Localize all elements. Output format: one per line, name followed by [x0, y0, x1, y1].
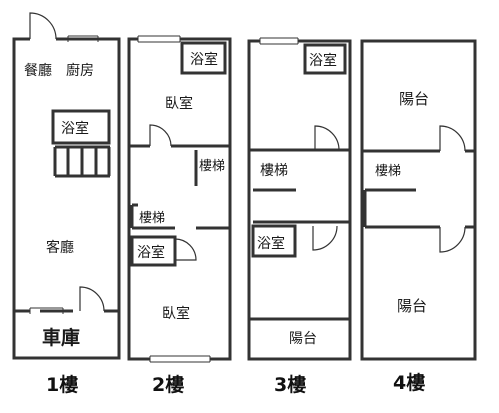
- floor1-bathroom-label: 浴室: [61, 120, 89, 137]
- floor-1-plan: [12, 12, 121, 360]
- floor1-living-label: 客廳: [46, 239, 74, 256]
- floor4-title: 4樓: [393, 371, 425, 394]
- floor2-title: 2樓: [152, 373, 184, 396]
- floor3-bathroom-top-label: 浴室: [309, 52, 337, 69]
- floor-4-plan: [360, 39, 477, 361]
- floor3-stairs-label: 樓梯: [260, 163, 288, 179]
- floor2-stairs-right-label: 樓梯: [199, 159, 225, 174]
- floor3-balcony-label: 陽台: [289, 331, 317, 347]
- floor2-bathroom-mid-label: 浴室: [137, 244, 165, 261]
- floor4-stairs-label: 樓梯: [375, 164, 401, 179]
- floor2-bedroom-bottom-label: 臥室: [162, 305, 190, 322]
- floor1-garage-label: 車庫: [42, 326, 80, 349]
- floor-2-plan: [127, 35, 232, 363]
- floor2-stairs-left-label: 樓梯: [139, 211, 165, 226]
- floor4-balcony-bottom-label: 陽台: [397, 297, 427, 315]
- floor-3-plan: [247, 37, 352, 361]
- floor3-bathroom-mid-label: 浴室: [257, 235, 285, 252]
- floor3-title: 3樓: [274, 373, 306, 396]
- floor4-balcony-top-label: 陽台: [399, 90, 429, 108]
- floor1-kitchen-label: 廚房: [66, 62, 94, 79]
- floor2-bathroom-top-label: 浴室: [190, 51, 218, 68]
- floor1-title: 1樓: [46, 373, 78, 396]
- floor2-bedroom-top-label: 臥室: [165, 95, 193, 112]
- floor1-dining-label: 餐廳: [24, 62, 52, 79]
